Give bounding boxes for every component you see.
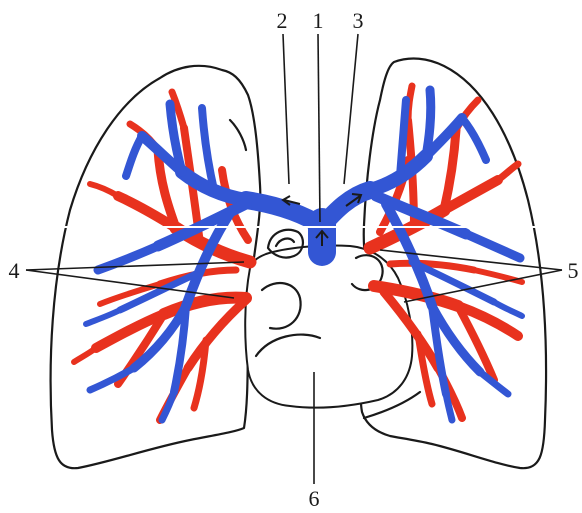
label-3: 3 — [353, 8, 364, 33]
aortic-arch-inner — [276, 239, 294, 246]
label-1: 1 — [313, 8, 324, 33]
label-4: 4 — [9, 258, 20, 283]
leader-line-1 — [318, 34, 320, 222]
leader-line-3 — [344, 34, 358, 184]
label-6: 6 — [309, 486, 320, 511]
leader-line-2 — [283, 34, 289, 184]
label-5: 5 — [568, 258, 579, 283]
right-lung-notch — [230, 120, 246, 150]
heart — [245, 245, 412, 407]
label-2: 2 — [277, 8, 288, 33]
